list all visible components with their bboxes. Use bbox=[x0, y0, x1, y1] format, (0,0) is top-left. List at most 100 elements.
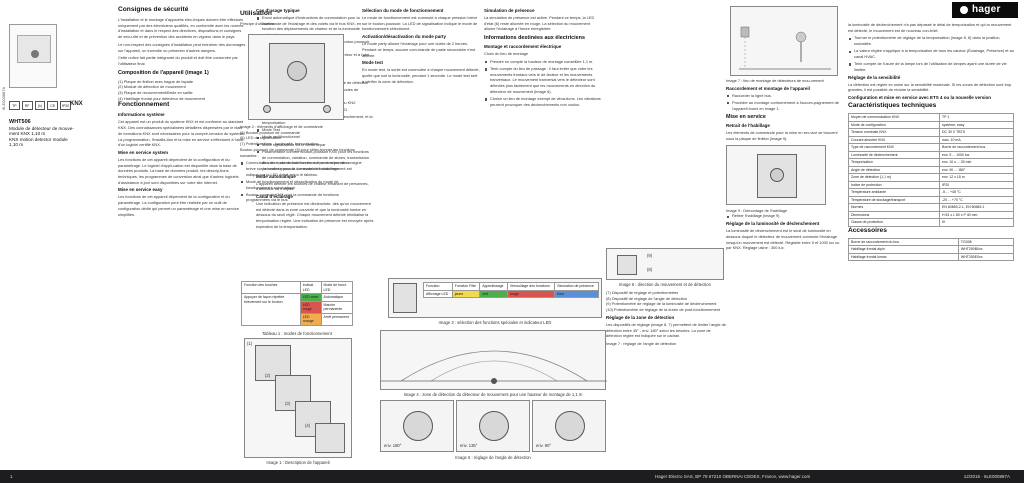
column-1: Consignes de sécurité L'installation et … bbox=[118, 6, 246, 466]
table-cell: Borne de raccordement bus bbox=[939, 143, 1014, 152]
table-cell: Habillage frontal lumax bbox=[848, 252, 959, 261]
dial-icon bbox=[555, 411, 585, 441]
zone-arc bbox=[400, 350, 588, 382]
product-line: Module de détecteur de mouve- bbox=[9, 125, 74, 131]
figure-7-item: (8) Dispositif de réglage de l'angle de … bbox=[606, 295, 687, 301]
feature-item: Paramétrable comme bouton-poussoir KNX p… bbox=[256, 149, 374, 172]
safety-paragraph: Le non-respect des consignes d'installat… bbox=[118, 41, 246, 53]
use-title: Utilisation bbox=[240, 10, 272, 17]
table-cell: env. 12 x 15 m bbox=[939, 173, 1014, 182]
figure-1-label: (2) bbox=[265, 373, 271, 378]
figure-6-caption: Image 6 : direction du mouvement et de d… bbox=[619, 282, 711, 287]
specs-title: Caractéristiques techniques bbox=[848, 102, 937, 110]
approval-marks: TP RF (h) CE IP20 bbox=[9, 101, 71, 110]
logo-text: hager bbox=[972, 4, 1001, 15]
table-cell: env. 10 s ... 30 min bbox=[939, 158, 1014, 167]
select-mode-title: Sélection du mode de fonctionnement bbox=[362, 8, 444, 13]
table-header-row: Fonction des touches Indicat. LED Mode d… bbox=[241, 281, 354, 294]
connection-item: Raccorder la ligne bus. bbox=[726, 93, 844, 99]
electrician-title: Informations destinées aux électriciens bbox=[484, 35, 585, 42]
table-row: LED orange Arrêt permanent bbox=[242, 312, 354, 326]
commissioning-subtitle: Retrait de l'habillage bbox=[726, 123, 770, 129]
light-channel-paragraph: Une indication de présence est déclenché… bbox=[256, 201, 374, 229]
luminosity-paragraph: la luminosité de déclenchement n'a pas d… bbox=[848, 22, 1012, 33]
figure-1-label: (4) bbox=[305, 423, 311, 428]
table-header-cell: Fonction Fitte bbox=[451, 282, 481, 291]
special-functions-table: Fonction Fonction Fitte Appentissage Ver… bbox=[423, 282, 599, 298]
table-row: Zone de détection (1,1 m)env. 12 x 15 m bbox=[848, 173, 1014, 182]
auto-mode-paragraph: L'appareil détecte les sources de chaleu… bbox=[256, 180, 369, 192]
mark-rf: RF bbox=[21, 101, 33, 110]
table-header-cell: Verrouillage des fonctions bbox=[506, 282, 556, 291]
table-cell: Affichage LED bbox=[423, 289, 453, 298]
table-cell: Temporisation bbox=[848, 158, 940, 167]
table-cell: Classe de protection bbox=[848, 218, 940, 227]
feature-item: Mode signalisation via le canal sépar bbox=[256, 142, 374, 148]
figure-2-item: (6) LED de signalisation bbox=[240, 135, 282, 141]
mounting-diagram bbox=[739, 26, 831, 70]
detection-zone-diagram bbox=[381, 350, 607, 384]
table-cell: Automatique bbox=[320, 293, 354, 302]
figure-7-item: (7) Dispositif de réglage et potentiomèt… bbox=[606, 290, 679, 295]
sensitivity-title: Réglage de la sensibilité bbox=[848, 74, 901, 80]
mounting-item: Choisir un lieu de montage exempt de vib… bbox=[484, 96, 602, 107]
person-icon bbox=[795, 31, 807, 43]
table-cell: TG008 bbox=[957, 237, 1015, 246]
table-cell: TP 1 bbox=[939, 113, 1014, 122]
angle-label: env. 135° bbox=[460, 443, 478, 448]
table-cell: env. 5 ... 1000 lux bbox=[939, 150, 1014, 159]
table-cell: max. 10 mA bbox=[939, 135, 1014, 144]
auto-mode-title: Mode automatique bbox=[256, 173, 296, 179]
table-cell: jaune bbox=[451, 289, 481, 298]
function-item: Bouton-poussoir KNX pour la commande de … bbox=[240, 192, 358, 203]
simulation-paragraph: La simulation de présence est active. Pe… bbox=[484, 15, 595, 32]
pushbutton-icon bbox=[323, 105, 331, 113]
table-cell: LED rouge bbox=[299, 300, 322, 314]
usage-title: Cas d'usage typique bbox=[256, 8, 300, 13]
table-cell: Courant absorbé KNX bbox=[848, 135, 940, 144]
table-cell: vert bbox=[479, 289, 508, 298]
sensor-icon bbox=[491, 378, 497, 384]
easy-mode-title: Mise en service easy bbox=[118, 187, 163, 193]
figure-1-caption: Image 1 : Description de l'appareil bbox=[266, 460, 330, 465]
connection-title: Raccordement et montage de l'appareil bbox=[726, 85, 810, 91]
table-header-cell: Fonction bbox=[423, 282, 453, 291]
composition-item: (3) Plaque de recouvrement/Bride en sail… bbox=[118, 90, 193, 96]
luminosity-item: Tourner le potentiomètre de réglage de l… bbox=[848, 35, 1016, 46]
product-module bbox=[17, 35, 51, 63]
figure-5-caption: Image 5 : réglage de l'angle de détectio… bbox=[455, 455, 531, 460]
table-header-cell: Mode de fonct. LED bbox=[320, 281, 354, 294]
figure-4 bbox=[380, 330, 607, 390]
brightness-paragraph: La luminosité de déclenchement est le se… bbox=[726, 228, 840, 251]
figure-1-label: (1) bbox=[247, 341, 253, 346]
table-row: Température de stockage/transport-20 ...… bbox=[848, 195, 1014, 204]
table-cell: Normes bbox=[848, 203, 940, 212]
sensor-device bbox=[617, 255, 637, 275]
column-3-text: Image 2 : éléments d'affichage et de com… bbox=[240, 124, 358, 324]
device-front bbox=[269, 43, 325, 103]
simulation-title: Simulation de présence bbox=[484, 8, 535, 13]
figure-1: (1) (2) (3) (4) bbox=[244, 338, 352, 458]
sensor-lens-icon bbox=[31, 50, 39, 58]
figure-8 bbox=[730, 6, 838, 76]
connection-item: Procéder au montage conformément à l'acc… bbox=[726, 100, 844, 111]
dial-icon bbox=[479, 411, 509, 441]
table-cell: LED orange bbox=[299, 312, 322, 326]
angle-dial-180: env. 180° bbox=[380, 400, 454, 452]
figure-9 bbox=[726, 144, 826, 205]
table-cell: Arrêt permanent bbox=[320, 312, 354, 326]
table-cell: Mode de configuration bbox=[848, 120, 940, 129]
figure-2-item: (7) Potentiomètres : luminosité, tempori… bbox=[240, 141, 319, 147]
table-cell: Moyen de communication KNX bbox=[848, 113, 940, 122]
figure-6: (9) (8) bbox=[606, 248, 724, 280]
easy-mode-paragraph: Les fonctions de cet appareil dépendent … bbox=[118, 194, 239, 217]
figure-9-item: Retirer l'habillage (image 9). bbox=[726, 213, 844, 219]
